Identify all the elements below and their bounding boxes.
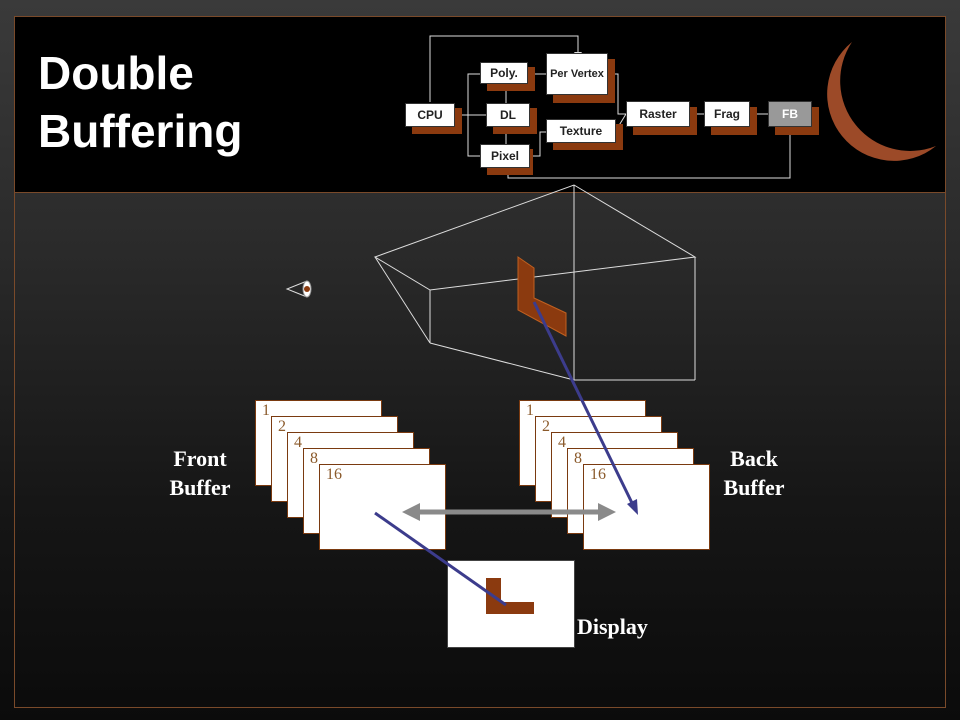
- front-buffer-label-line1: Front: [173, 446, 227, 471]
- raster-box: Raster: [626, 101, 690, 127]
- display-l-shape: [486, 578, 534, 614]
- front-buffer-label: Front Buffer: [150, 444, 250, 502]
- plane-label: 16: [590, 466, 606, 483]
- eye-icon: [285, 280, 312, 298]
- plane-label: 4: [558, 434, 566, 451]
- front-buffer-label-line2: Buffer: [169, 475, 231, 500]
- l-shape-object: [517, 256, 567, 337]
- plane-label: 16: [326, 466, 342, 483]
- back-buffer-label: Back Buffer: [704, 444, 804, 502]
- front-to-display-line: [374, 511, 507, 607]
- swap-arrow: [402, 503, 616, 521]
- pixel-box: Pixel: [480, 144, 530, 168]
- page-title: Double Buffering: [38, 44, 338, 160]
- cpu-box: CPU: [405, 103, 455, 127]
- dl-box: DL: [486, 103, 530, 127]
- display-label: Display: [577, 614, 648, 639]
- plane-label: 1: [262, 402, 270, 419]
- plane-label: 8: [310, 450, 318, 467]
- plane-label: 4: [294, 434, 302, 451]
- plane-label: 1: [526, 402, 534, 419]
- poly-box: Poly.: [480, 62, 528, 84]
- render-to-back-arrow: [532, 301, 638, 515]
- title-line-2: Buffering: [38, 105, 243, 157]
- back-buffer-label-line1: Back: [730, 446, 778, 471]
- plane-label: 2: [278, 418, 286, 435]
- plane-label: 2: [542, 418, 550, 435]
- frag-box: Frag: [704, 101, 750, 127]
- plane-label: 8: [574, 450, 582, 467]
- fb-box: FB: [768, 101, 812, 127]
- back-buffer-label-line2: Buffer: [723, 475, 785, 500]
- slide-frame: [14, 16, 946, 708]
- title-line-1: Double: [38, 47, 194, 99]
- texture-box: Texture: [546, 119, 616, 143]
- front-buffer-plane-16: 16: [319, 464, 446, 550]
- per-vertex-box: Per Vertex: [546, 53, 608, 95]
